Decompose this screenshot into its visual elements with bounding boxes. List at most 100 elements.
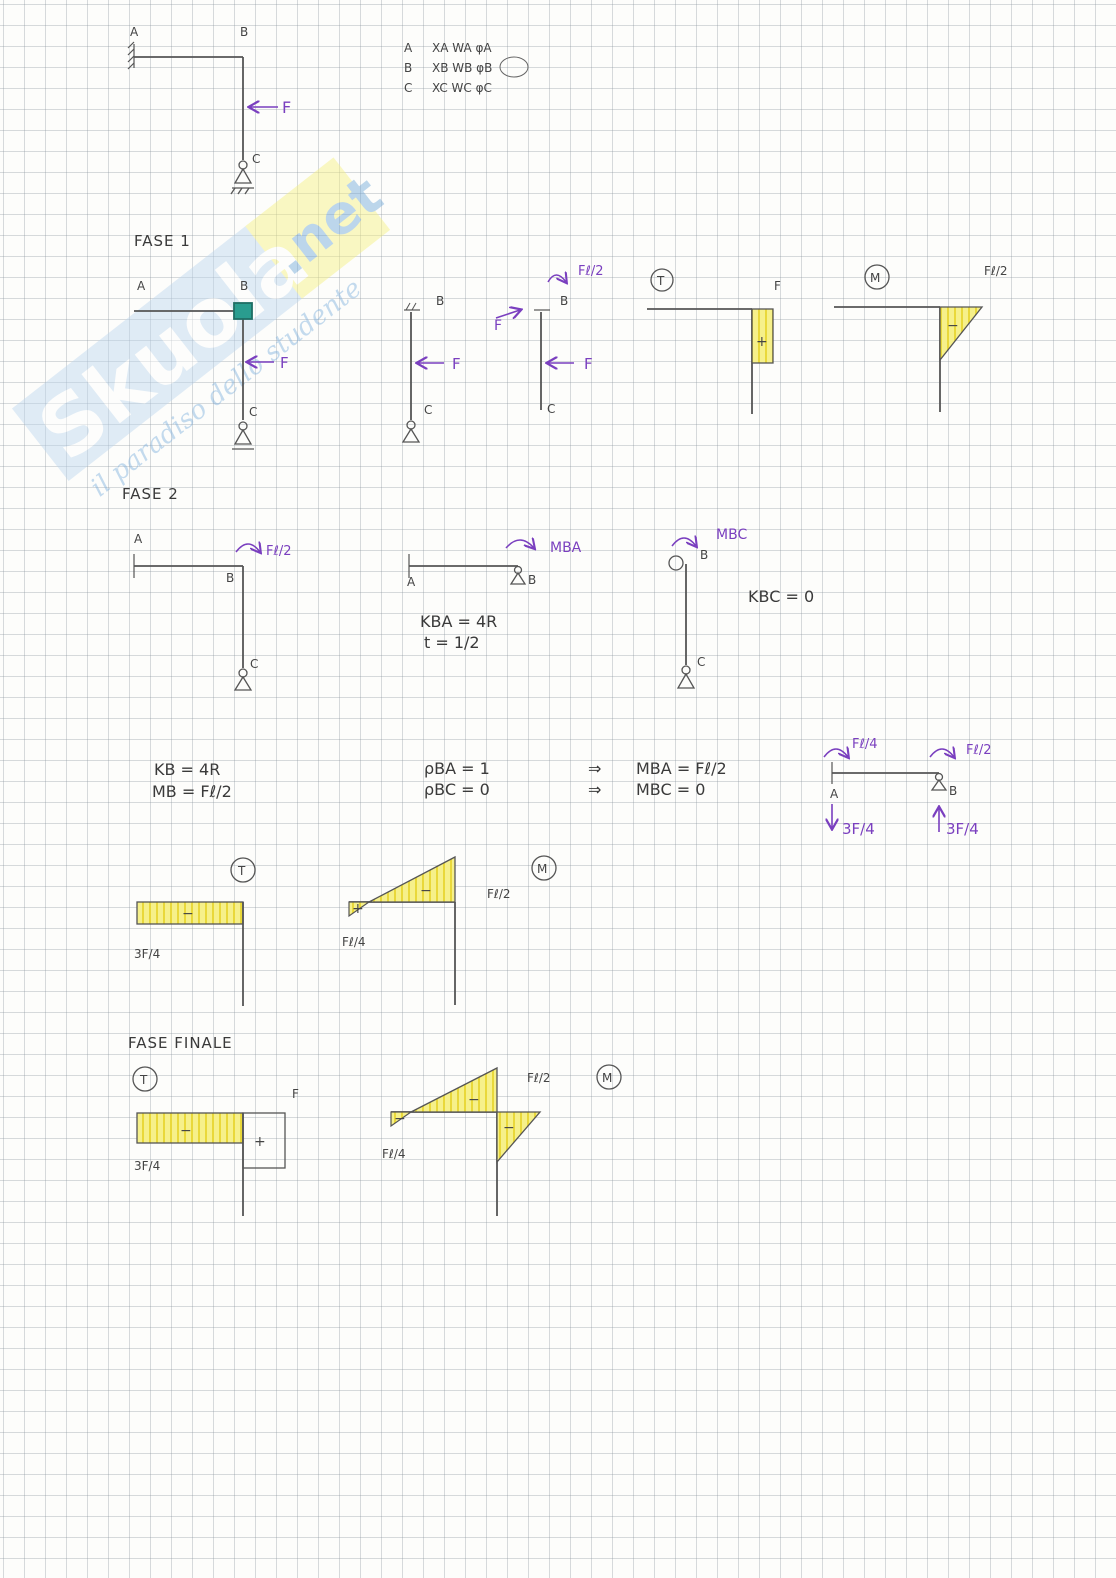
rho-bc-formula: ρBC = 0 [424,780,490,799]
kba-formula: KBA = 4R [420,612,497,631]
fixed-support-icon [127,41,135,70]
top-structure [127,41,254,195]
shear-value-a: 3F/4 [134,1159,160,1173]
moment-arrow-icon [671,538,696,546]
fase2-moment-diagram: M + − Fℓ/4 Fℓ/2 [342,855,557,1005]
moment-arrow-icon [823,749,848,757]
mbc-result: MBC = 0 [636,780,705,799]
shear-tag: T [656,274,665,288]
implies-arrow-icon: ⇒ [588,759,601,778]
node-label-b: B [226,571,234,585]
sign-plus: + [352,901,364,917]
fase2-beam-ba [408,554,527,585]
moment-tag: M [537,862,547,876]
moment-arrow-icon [929,749,954,757]
reaction-a: 3F/4 [842,820,875,838]
unknowns-table: A XA WA φA B XB WB φB C XC WC φC [404,41,529,95]
node-label-b: B [436,294,444,308]
table-node: B [404,61,412,75]
shear-tag: T [237,864,246,878]
moment-tag-circle [531,855,557,881]
moment-label: Fℓ/2 [266,544,292,559]
shear-tag: T [139,1073,148,1087]
mba-result: MBA = Fℓ/2 [636,759,727,778]
node-label-a: A [130,25,139,39]
transfer-formula: t = 1/2 [424,633,480,652]
fase1-moment-diagram: M − Fℓ/2 [834,264,1008,412]
shear-tag-circle [650,268,674,292]
node-label-c: C [697,655,705,669]
reaction-arrow [495,310,520,318]
mb-formula: MB = Fℓ/2 [152,782,232,801]
shear-tag-circle [230,857,256,883]
hinge-support-icon [401,420,421,443]
moment-arrow-icon [235,544,260,552]
fase2-shear-diagram: T − 3F/4 [134,857,256,1006]
node-label-c: C [249,405,257,419]
end-moment-a: Fℓ/4 [852,737,878,752]
moment-value-b: Fℓ/2 [487,887,511,901]
moment-tag: M [602,1071,612,1085]
moment-value-b: Fℓ/2 [527,1071,551,1085]
moment-value: Fℓ/2 [984,264,1008,278]
sign-minus: − [503,1120,515,1136]
shear-tag-circle [132,1066,158,1092]
node-label-a: A [137,279,146,293]
sign-minus: − [180,1123,192,1139]
node-label-c: C [547,402,555,416]
force-label: F [282,98,291,117]
mba-label: MBA [550,540,582,556]
rho-ba-formula: ρBA = 1 [424,759,490,778]
table-values: XC WC φC [432,81,492,95]
moment-tag: M [870,271,880,285]
implies-arrow-icon: ⇒ [588,780,601,799]
node-label-b: B [240,279,248,293]
node-label-b: B [240,25,248,39]
force-label: F [280,354,289,372]
moment-arrow-icon [505,540,534,548]
final-shear-diagram: T − + 3F/4 F [132,1066,299,1216]
table-values: XB WB φB [432,61,492,75]
end-moment-b: Fℓ/2 [966,743,992,758]
sign-minus: − [394,1111,406,1127]
moment-value-a: Fℓ/4 [342,935,366,949]
hinge-support-icon [230,160,254,195]
table-node: C [404,81,412,95]
mbc-label: MBC [716,527,747,543]
kbc-formula: KBC = 0 [748,587,814,606]
reaction-label: F [494,318,502,334]
moment-label: Fℓ/2 [578,264,604,279]
final-title: FASE FINALE [128,1034,233,1052]
watermark: Skuola .net il paradiso dello studente [11,157,394,503]
node-label-c: C [252,152,260,166]
sign-plus: + [756,334,768,350]
hinge-support-icon [676,665,696,689]
node-label-a: A [830,787,839,801]
sign-minus: − [420,883,432,899]
moment-arrow-icon [547,275,566,282]
sign-minus: − [182,906,194,922]
node-label-c: C [250,657,258,671]
sign-plus: + [254,1134,266,1150]
node-label-b: B [949,784,957,798]
force-label: F [452,355,461,373]
fase1-column-reactions [534,309,550,410]
joint-clamp-icon [233,302,253,320]
fase2-beam-equilibrium [831,762,948,791]
node-label-b: B [528,573,536,587]
moment-tag-circle [596,1064,622,1090]
shear-value: 3F/4 [134,947,160,961]
fase1-title: FASE 1 [134,232,191,250]
table-node: A [404,41,413,55]
hinge-support-icon [930,772,948,791]
hinge-support-icon [509,565,527,585]
fase1-column-fixed [401,302,421,443]
node-label-b: B [700,548,708,562]
fase1-shear-diagram: T + F [647,268,781,414]
node-label-a: A [407,575,416,589]
kb-formula: KB = 4R [154,760,220,779]
hinge-support-icon [233,668,253,691]
force-label: F [584,355,593,373]
final-moment-diagram: M − − − Fℓ/4 Fℓ/2 [382,1064,622,1216]
